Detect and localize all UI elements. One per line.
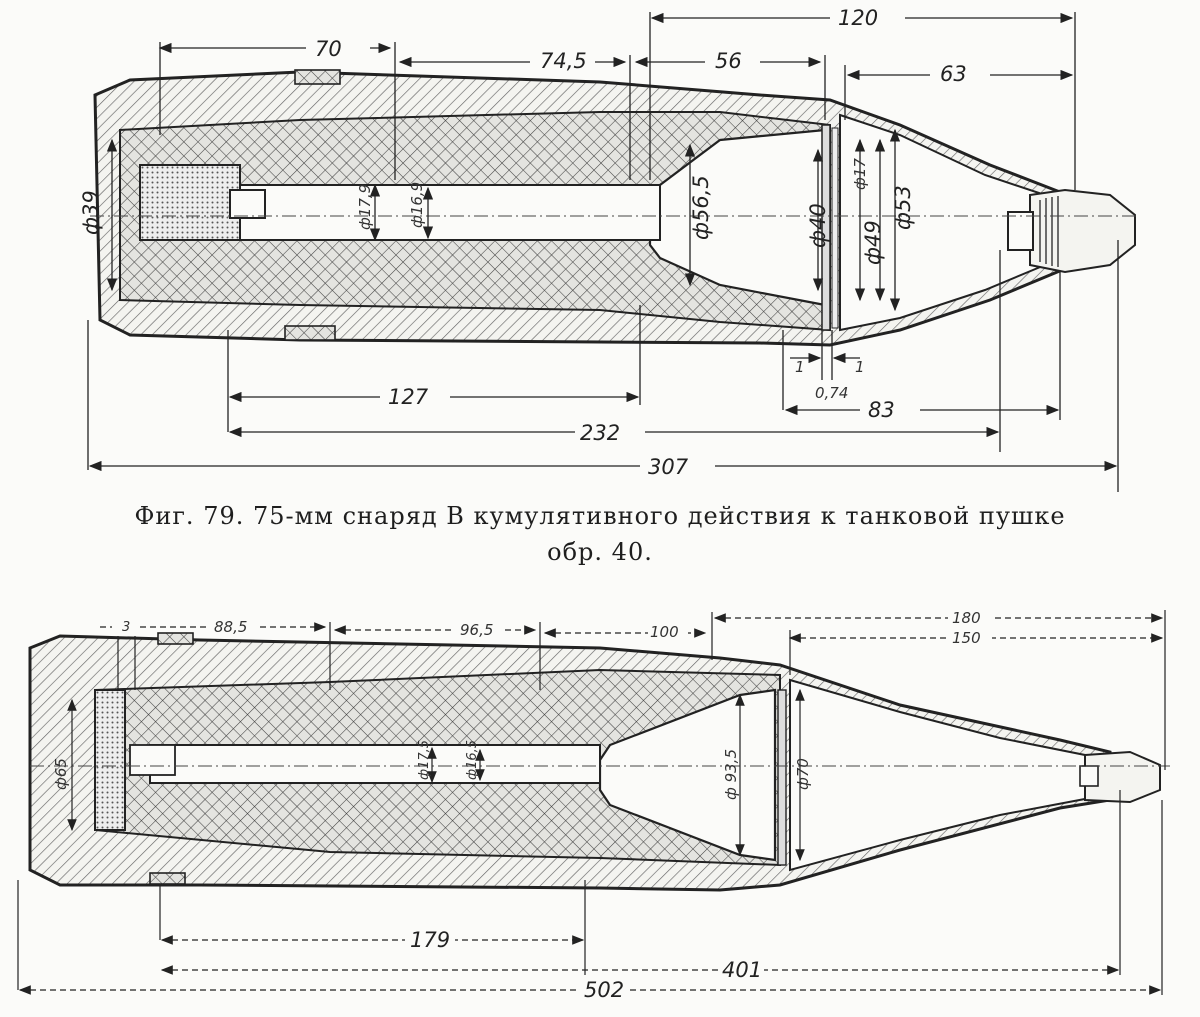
dim-phi39: ф39	[79, 190, 103, 235]
driving-band-2-top	[157, 632, 194, 645]
dim-100: 100	[650, 623, 679, 641]
dim-88-5: 88,5	[214, 618, 247, 636]
dim-83: 83	[868, 398, 895, 422]
dim-3: 3	[122, 620, 130, 635]
dim-phi40: ф40	[806, 203, 830, 248]
dim-phi93-5: ф 93,5	[722, 749, 740, 800]
shaped-charge-2-cone	[598, 688, 777, 862]
dim-179: 179	[410, 928, 450, 952]
dim-120: 120	[838, 6, 878, 30]
axial-channel	[239, 184, 661, 241]
dim-phi70: ф70	[794, 758, 812, 790]
ogive-2-cavity	[789, 678, 1091, 872]
dim-phi17-9: ф17,9	[356, 184, 374, 230]
dim-1-right: 1	[855, 358, 865, 376]
dim-phi65: ф65	[52, 758, 70, 790]
driving-band-top	[294, 69, 341, 85]
dim-56: 56	[715, 49, 742, 73]
dim-74-5: 74,5	[540, 49, 587, 73]
dim-phi17-5: ф17,5	[417, 740, 432, 780]
dim-phi53: ф53	[891, 185, 915, 230]
nose-2-fuze	[1084, 750, 1161, 804]
dim-232: 232	[580, 421, 620, 445]
dim-307: 307	[648, 455, 689, 479]
dim-502: 502	[584, 978, 624, 1002]
dim-1-left: 1	[795, 358, 805, 376]
dim-phi16-5: ф16,5	[465, 740, 480, 780]
base-2-detonator	[94, 689, 126, 831]
base-detonator	[139, 164, 241, 241]
dim-phi17: ф17	[851, 158, 869, 190]
axial-2-channel	[149, 744, 601, 784]
dim-150: 150	[952, 629, 981, 647]
dim-127: 127	[388, 385, 429, 409]
dim-phi16-9: ф16,9	[408, 182, 426, 228]
figure-caption-line-1: Фиг. 79. 75-мм снаряд В кумулятивного де…	[134, 502, 1066, 530]
driving-band-2-bottom	[149, 872, 186, 885]
dim-96-5: 96,5	[460, 621, 493, 639]
figure-caption-line-2: обр. 40.	[547, 538, 653, 566]
driving-band-bottom	[284, 325, 336, 341]
dim-phi56-5: ф56,5	[689, 175, 713, 240]
dim-63: 63	[940, 62, 967, 86]
nose-fuze	[1029, 188, 1136, 274]
dim-phi49: ф49	[861, 220, 885, 265]
dim-70: 70	[315, 37, 342, 61]
dim-401: 401	[722, 958, 762, 982]
figure-79-drawing	[87, 6, 1140, 492]
dim-0-74: 0,74	[815, 384, 848, 402]
figure-2-drawing	[17, 608, 1170, 1000]
dim-180: 180	[952, 609, 981, 627]
